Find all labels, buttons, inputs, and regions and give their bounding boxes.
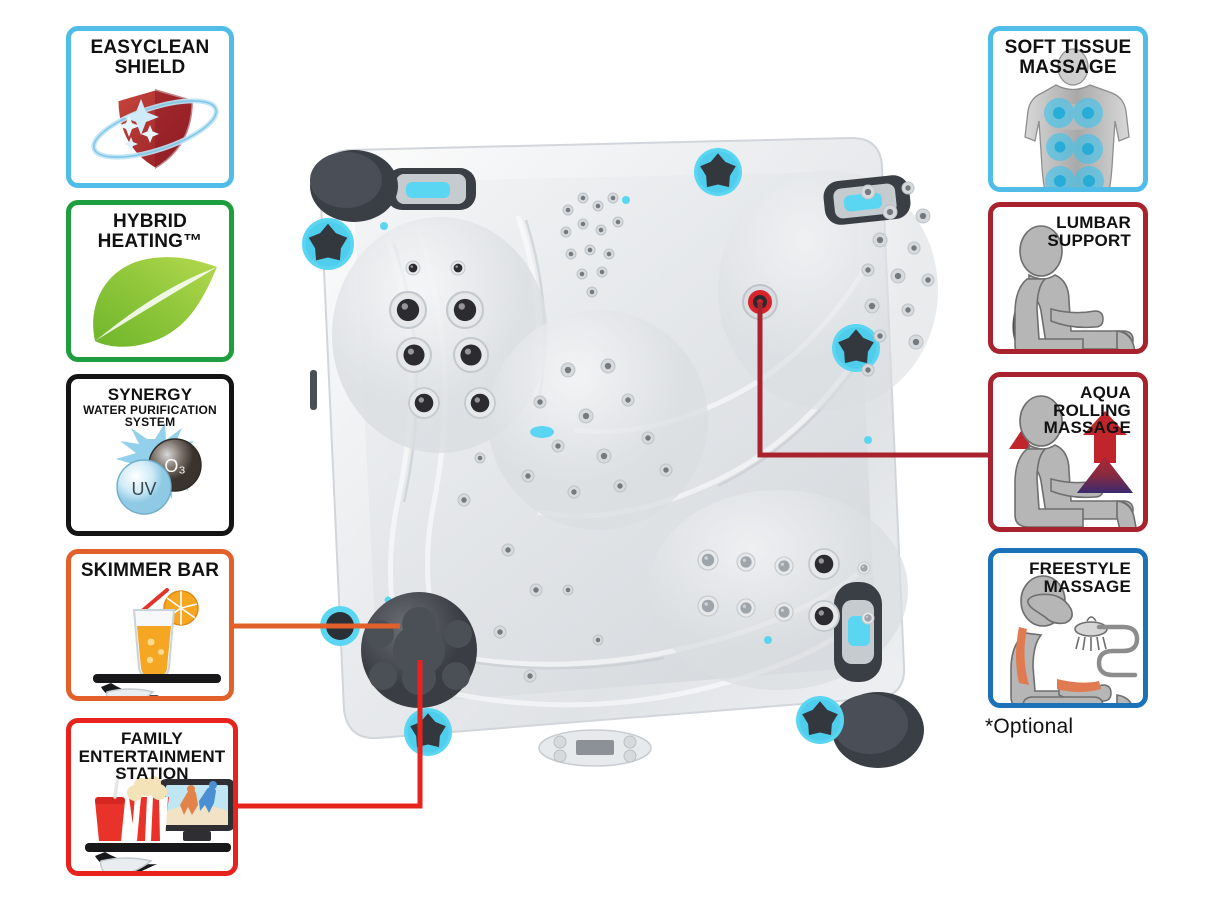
badge-title-line: LUMBAR <box>1056 213 1131 232</box>
badge-title-line: FAMILY <box>121 729 183 748</box>
green-leaf-icon <box>71 205 229 357</box>
badge-title-line: WATER PURIFICATION <box>83 402 217 417</box>
optional-note: *Optional <box>985 715 1074 738</box>
badge-title-line: SYNERGY <box>107 385 193 404</box>
badge-title-line: ENTERTAINMENT <box>78 746 226 766</box>
torso-massage-points-icon <box>993 31 1143 187</box>
badge-title-line: EASYCLEAN <box>90 37 210 58</box>
shield-sparkle-orbit-icon <box>71 31 229 183</box>
badge-title-skimmer-bar: SKIMMER BAR <box>71 561 229 581</box>
badge-title-line: AQUA <box>1080 383 1131 402</box>
badge-title-line: SOFT TISSUE <box>1004 37 1132 58</box>
badge-title-line: STATION <box>115 764 189 784</box>
tablet-snacks-tray-icon <box>71 723 233 871</box>
aqua-rolling-connector <box>757 302 988 458</box>
seated-figure-lumbar-icon <box>993 207 1143 349</box>
seated-figure-rolling-arrow-icon <box>993 377 1143 527</box>
badge-title-line: HEATING™ <box>97 230 203 252</box>
badge-title-line: MASSAGE <box>1043 418 1131 438</box>
family-entertainment-connector <box>238 660 423 809</box>
seated-figure-shower-hose-icon <box>993 553 1143 703</box>
svg-text:UV: UV <box>131 479 156 499</box>
badge-title-line: SYSTEM <box>124 415 176 430</box>
badge-title-line: SHIELD <box>114 56 186 78</box>
hot-tub-top-view-photo <box>268 120 948 780</box>
uv-ozone-splash-icon: O₃ UV <box>71 379 229 531</box>
badge-title-line: SKIMMER BAR <box>80 560 220 581</box>
badge-title-line: MASSAGE <box>1019 56 1117 78</box>
topside-control-panel <box>538 729 652 767</box>
svg-text:O₃: O₃ <box>164 456 185 476</box>
badge-title-line: MASSAGE <box>1043 576 1131 596</box>
badge-title-line: HYBRID <box>112 211 188 232</box>
badge-title-line: FREESTYLE <box>1029 559 1131 578</box>
badge-title-line: SUPPORT <box>1047 230 1131 250</box>
drink-tray-icon <box>71 554 229 696</box>
badge-skimmer-bar[interactable]: SKIMMER BAR <box>66 549 234 701</box>
family-entertainment-control-hub <box>361 592 477 708</box>
badge-title-line: ROLLING <box>1053 400 1131 420</box>
